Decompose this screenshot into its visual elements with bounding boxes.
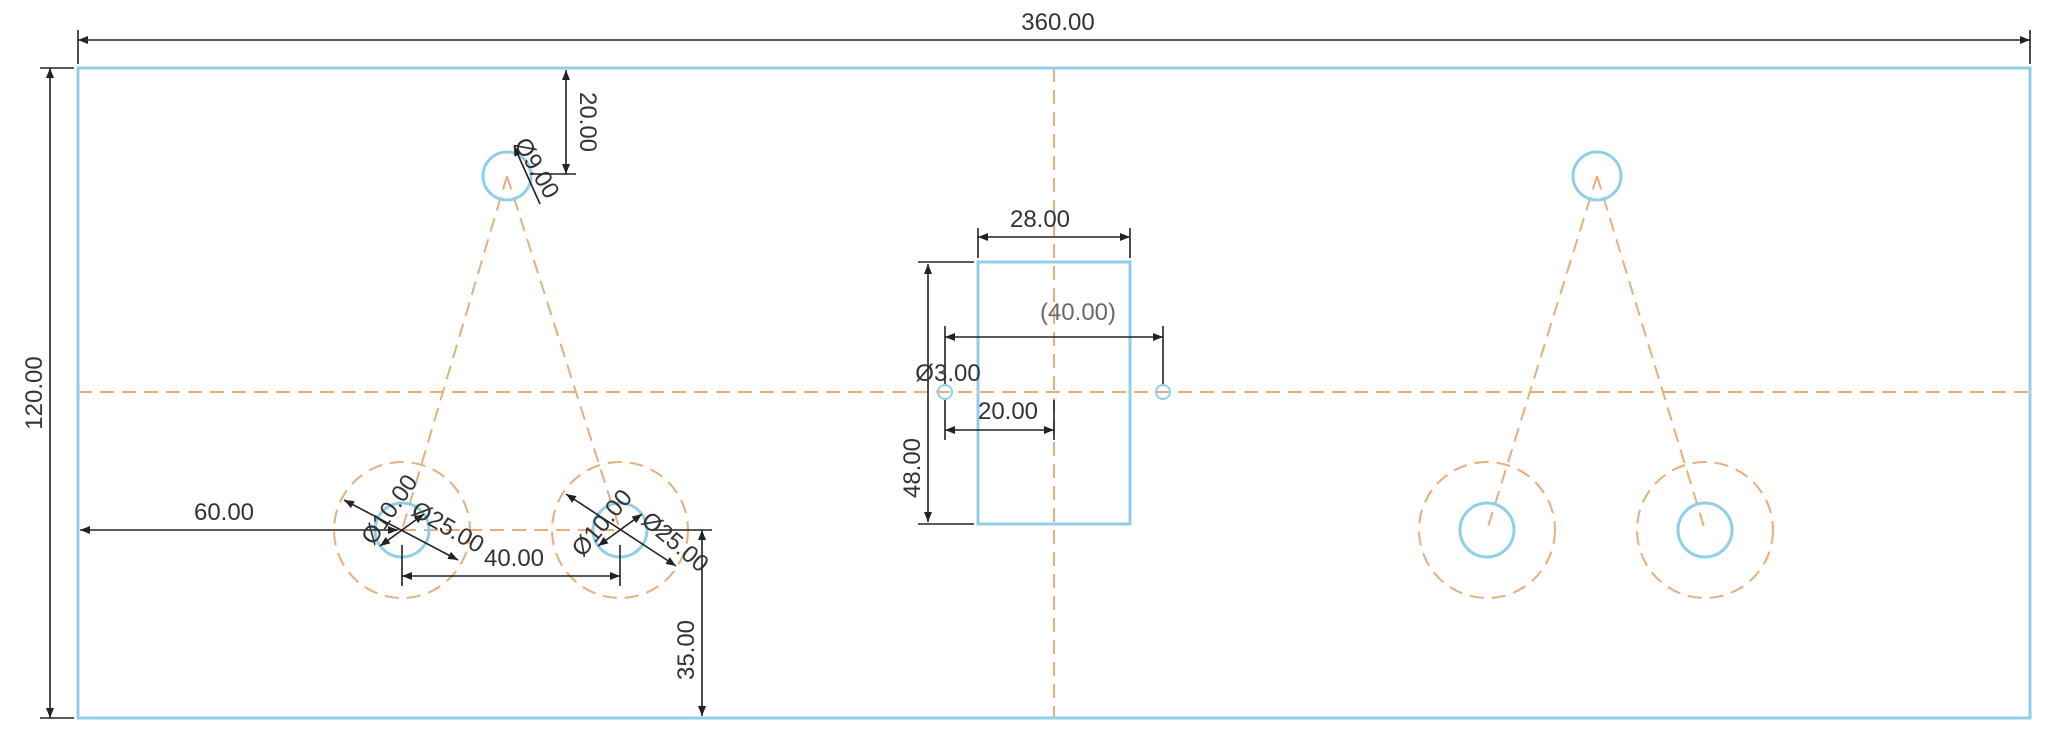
left-triangle-leg-b xyxy=(506,175,621,531)
left-top-hole xyxy=(481,150,533,202)
right-triangle-leg-b xyxy=(1596,175,1706,531)
dim-small-hole-offset-label[interactable]: 20.00 xyxy=(978,398,1038,425)
construction-lines xyxy=(78,68,2030,718)
plate-outline xyxy=(76,66,2032,720)
right-hole-b-outer-circle xyxy=(1636,461,1774,599)
right-top-hole xyxy=(1571,150,1623,202)
dim-hole-a-dia-small-line xyxy=(379,513,425,547)
dim-hole-spacing-label[interactable]: 40.00 xyxy=(484,545,544,572)
right-hole-b xyxy=(1676,501,1734,559)
left-hole-a-outer-circle xyxy=(333,461,471,599)
center-slot xyxy=(976,260,1132,526)
right-hole-a xyxy=(1458,501,1516,559)
dim-hole-b-dia-small-line xyxy=(597,513,643,547)
right-hole-a-outer-circle xyxy=(1418,461,1556,599)
dim-left-offset-label[interactable]: 60.00 xyxy=(194,499,254,526)
dim-top-hole-dia-line xyxy=(513,145,541,205)
dim-bottom-offset-label[interactable]: 35.00 xyxy=(673,620,700,680)
dimensions: 360.00 120.00 20.00 Ø9.00 60.00 40.00 35… xyxy=(21,9,2031,719)
dim-small-hole-dia-label[interactable]: Ø3.00 xyxy=(915,360,980,387)
sketch-geometry xyxy=(76,66,2032,720)
dim-overall-height-label[interactable]: 120.00 xyxy=(21,356,48,429)
small-hole-left xyxy=(937,384,953,400)
dim-top-offset-label[interactable]: 20.00 xyxy=(574,92,601,152)
small-hole-right xyxy=(1155,384,1171,400)
right-triangle-leg-a xyxy=(1486,175,1598,531)
dim-top-hole-dia-label[interactable]: Ø9.00 xyxy=(508,133,564,203)
dim-slot-width-label[interactable]: 28.00 xyxy=(1010,206,1070,233)
dim-ref-distance-label[interactable]: (40.00) xyxy=(1040,299,1116,326)
left-triangle-leg-a xyxy=(401,175,508,531)
dim-overall-width-label[interactable]: 360.00 xyxy=(1021,9,1094,36)
dim-slot-height-label[interactable]: 48.00 xyxy=(899,438,926,498)
